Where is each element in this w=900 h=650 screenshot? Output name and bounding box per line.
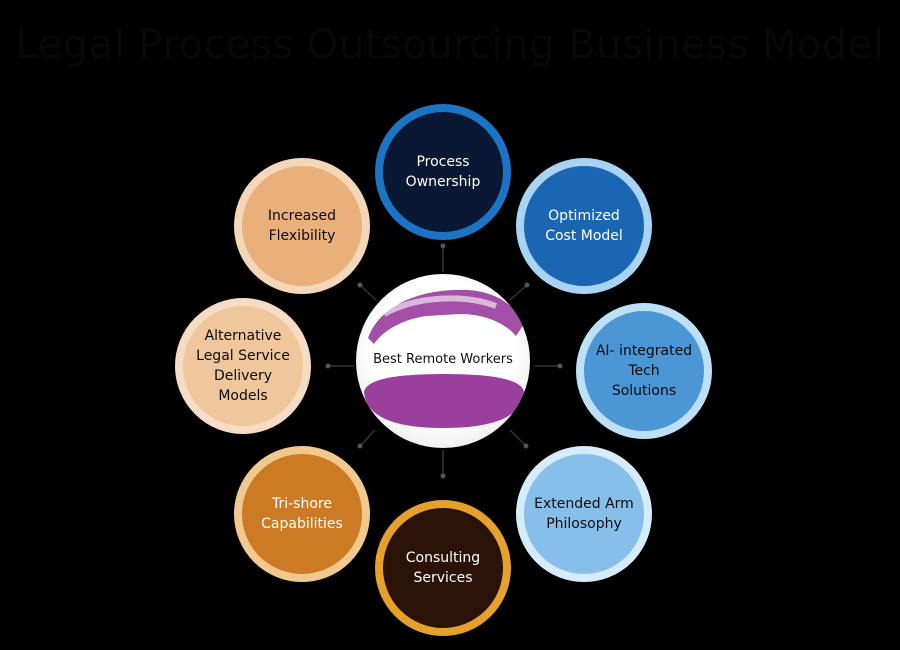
node-alternative-legal-service-delivery-models: Alternative Legal Service Delivery Model… — [175, 298, 311, 434]
node-ai-integrated-tech-solutions: AI- integrated Tech Solutions — [576, 303, 712, 439]
node-label: Tri-shore Capabilities — [261, 496, 343, 532]
node-label: Optimized Cost Model — [545, 208, 623, 244]
node-label: Alternative Legal Service Delivery Model… — [196, 328, 290, 404]
node-label: Consulting Services — [405, 550, 481, 586]
node-consulting-services: Consulting Services — [375, 500, 511, 636]
center-label: Best Remote Workers — [373, 352, 513, 367]
node-label: AI- integrated Tech Solutions — [595, 343, 693, 399]
node-label: Process Ownership — [405, 154, 481, 190]
node-label: Increased Flexibility — [267, 208, 337, 244]
node-process-ownership: Process Ownership — [375, 104, 511, 240]
node-optimized-cost-model: Optimized Cost Model — [516, 158, 652, 294]
node-tri-shore-capabilities: Tri-shore Capabilities — [234, 446, 370, 582]
node-extended-arm-philosophy: Extended Arm Philosophy — [516, 446, 652, 582]
diagram-title: Legal Process Outsourcing Business Model — [15, 22, 885, 68]
node-increased-flexibility: Increased Flexibility — [234, 158, 370, 294]
center-hub: Best Remote Workers — [356, 274, 530, 448]
node-label: Extended Arm Philosophy — [534, 496, 634, 532]
center-highlight-shapes — [364, 289, 524, 428]
